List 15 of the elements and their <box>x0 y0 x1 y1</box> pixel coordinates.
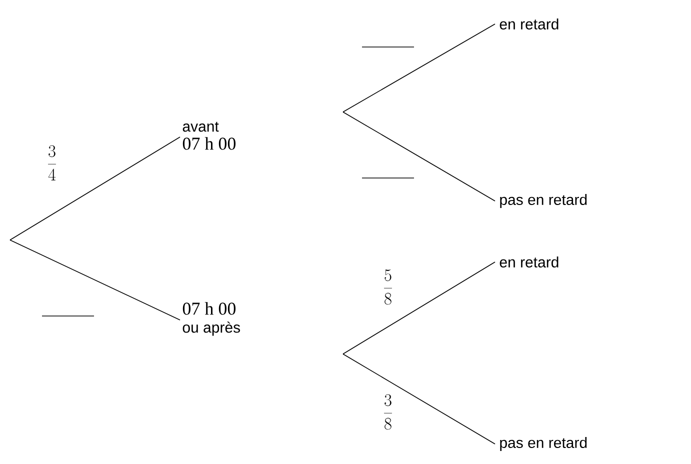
branch-line <box>342 354 496 444</box>
outcome-label: en retard <box>500 256 558 268</box>
probability-fraction: $\frac{3}{4}$ <box>48 145 56 180</box>
probability-fraction: $\frac{5}{8}$ <box>384 269 392 305</box>
probability-fraction: $\frac{3}{8}$ <box>384 394 392 430</box>
branch-line <box>342 24 496 112</box>
outcome-label: 07 h 00 ou après <box>182 302 240 336</box>
outcome-label: en retard <box>500 18 558 30</box>
branch-line <box>342 112 496 202</box>
branch-line <box>342 262 496 354</box>
outcome-label: pas en retard <box>500 437 587 451</box>
outcome-label: avant 07 h 00 <box>182 122 236 150</box>
outcome-label: pas en retard <box>500 194 587 208</box>
branch-line <box>10 136 180 240</box>
branch-line <box>10 240 180 320</box>
